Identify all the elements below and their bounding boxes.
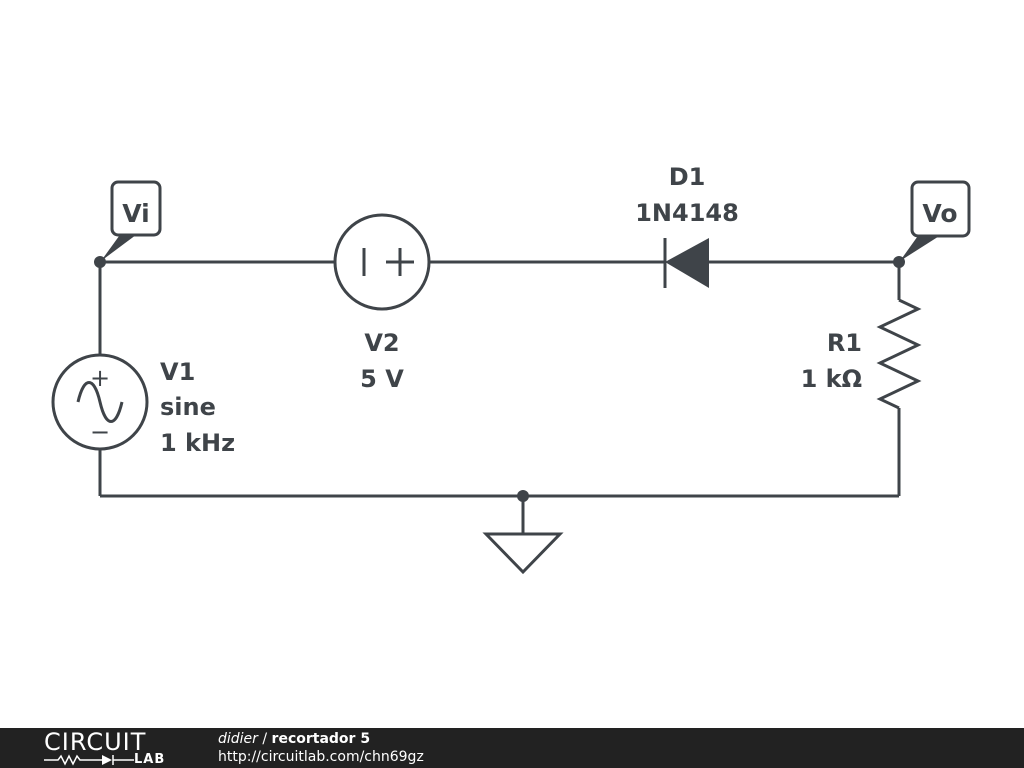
r1-name: R1 [827,329,862,357]
r1-resistor[interactable] [876,298,922,410]
probe-vo-box [910,180,971,238]
schematic-meta: didier / recortador 5 http://circuitlab.… [218,730,424,766]
circuitlab-logo[interactable]: CIRCUIT LAB [44,728,174,767]
logo-circuit-text: CIRCUIT [44,728,147,756]
v1-name: V1 [160,358,195,386]
v1-type: sine [160,393,216,421]
v1-plus-sign: + [90,364,110,392]
v2-voltage: 5 V [360,365,404,393]
schematic-title: recortador 5 [271,731,371,747]
author-link[interactable]: didier [218,731,258,747]
r1-resistance: 1 kΩ [801,365,862,393]
probe-vi-pointer [101,232,140,261]
ground-symbol [482,532,564,575]
logo-resistor-diode-icon [44,754,134,766]
footer-bar: CIRCUIT LAB didier / recortador 5 http:/… [0,728,1024,768]
meta-separator: / [262,731,268,747]
v2-dc-source[interactable] [333,213,431,311]
circuit-schematic: + − V1 sine 1 kHz V2 5 V D1 1N4148 R1 1 … [51,163,971,575]
v1-minus-sign: − [90,418,110,446]
probe-vo-pointer [900,233,944,261]
d1-name: D1 [669,163,706,191]
probe-vi-label: Vi [122,199,149,228]
d1-anode-triangle [665,238,709,288]
probe-vo[interactable]: Vo [900,180,971,261]
schematic-url[interactable]: http://circuitlab.com/chn69gz [218,749,424,765]
probe-vo-label: Vo [922,199,957,228]
v1-frequency: 1 kHz [160,429,235,457]
d1-diode[interactable] [663,238,709,288]
junction-ground [517,490,529,502]
d1-part-number: 1N4148 [635,199,739,227]
probe-vi-box [110,180,162,237]
sine-wave-icon [76,381,124,423]
v2-name: V2 [364,329,399,357]
logo-lab-text: LAB [134,752,166,767]
wires [98,260,901,534]
probe-vi[interactable]: Vi [101,180,162,261]
v1-sine-source[interactable]: + − [51,353,149,451]
meta-title-line: didier / recortador 5 [218,730,424,748]
